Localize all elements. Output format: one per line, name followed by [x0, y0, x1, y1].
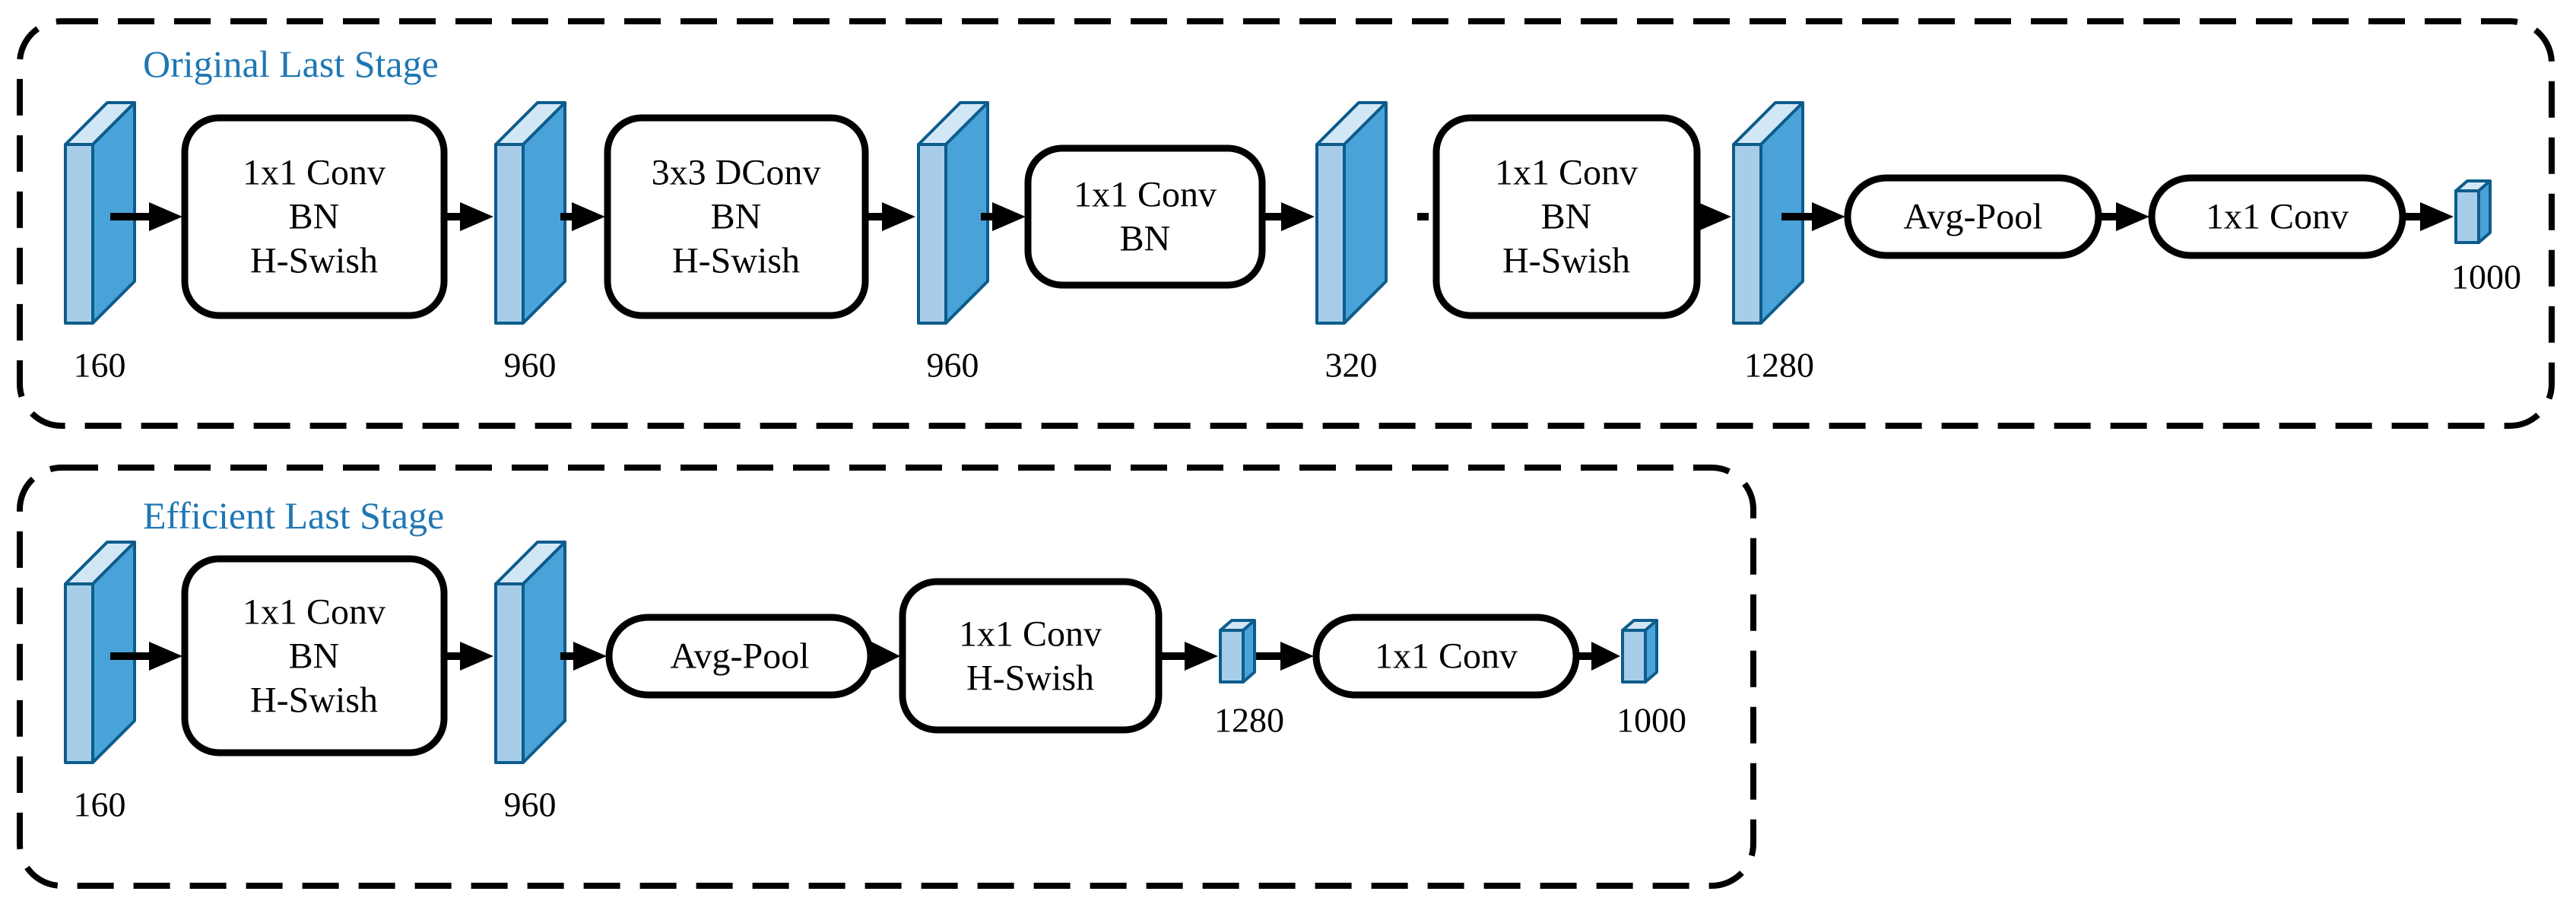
- flow-arrow: [1578, 642, 1620, 671]
- flow-arrow: [446, 202, 493, 231]
- avg-pool-block: Avg-Pool: [1844, 174, 2102, 259]
- feature-map-160-efficient: [64, 541, 136, 764]
- flow-arrow: [1698, 202, 1731, 231]
- channel-label-960: 960: [504, 346, 557, 385]
- feature-map-960-efficient: [494, 541, 566, 764]
- cube-front-face: [2454, 189, 2480, 244]
- op-block-3x3dconv-bn-hswish: 3x3 DConv BN H-Swish: [604, 114, 869, 319]
- efficient-stage-border: [17, 465, 1756, 889]
- feature-map-320: [1315, 101, 1388, 325]
- op-line: Avg-Pool: [1903, 197, 2042, 237]
- op-line: BN: [289, 636, 340, 677]
- flow-arrow: [1256, 642, 1314, 671]
- flow-arrow: [2100, 202, 2149, 231]
- channel-label-1000: 1000: [1616, 701, 1686, 740]
- conv-1x1-block: 1x1 Conv: [2148, 174, 2406, 259]
- flow-arrow: [1781, 202, 1845, 231]
- slab-front-face: [1315, 143, 1346, 325]
- conv-1x1-block-efficient: 1x1 Conv: [1312, 614, 1580, 699]
- op-line: 3x3 DConv: [652, 153, 821, 193]
- channel-label-960: 960: [927, 346, 979, 385]
- slab-front-face: [494, 143, 525, 325]
- flow-arrow: [2404, 202, 2454, 231]
- avg-pool-block-efficient: Avg-Pool: [605, 614, 874, 699]
- op-block-1x1conv-bn-hswish-efficient: 1x1 Conv BN H-Swish: [181, 555, 448, 757]
- op-line: BN: [289, 197, 340, 237]
- op-line: H-Swish: [966, 658, 1094, 699]
- op-line: Avg-Pool: [670, 636, 809, 677]
- op-line: 1x1 Conv: [2206, 197, 2349, 237]
- cube-side-face: [2477, 179, 2492, 244]
- flow-arrow: [1160, 642, 1218, 671]
- op-line: 1x1 Conv: [1375, 636, 1518, 677]
- original-stage-border: [17, 18, 2555, 429]
- channel-label-160: 160: [74, 346, 126, 385]
- flow-arrow: [981, 202, 1026, 231]
- cube-front-face: [1219, 629, 1245, 684]
- flow-arrow: [560, 202, 605, 231]
- flow-arrow: [560, 642, 607, 671]
- channel-label-160: 160: [74, 785, 126, 824]
- op-block-1x1conv-bn-hswish-2: 1x1 Conv BN H-Swish: [1432, 114, 1701, 319]
- slab-front-face: [64, 582, 94, 764]
- op-line: BN: [1120, 219, 1171, 259]
- efficient-stage-title: Efficient Last Stage: [143, 494, 444, 537]
- slab-front-face: [64, 143, 94, 325]
- op-block-1x1conv-bn-hswish: 1x1 Conv BN H-Swish: [181, 114, 448, 319]
- op-line: 1x1 Conv: [1074, 175, 1217, 215]
- flow-arrow: [867, 202, 915, 231]
- cube-side-face: [1242, 619, 1256, 684]
- flow-arrow: [1264, 202, 1315, 231]
- slab-front-face: [1732, 143, 1762, 325]
- op-block-1x1conv-bn: 1x1 Conv BN: [1024, 144, 1266, 289]
- op-block-1x1conv-hswish: 1x1 Conv H-Swish: [899, 578, 1163, 734]
- slab-front-face: [494, 582, 525, 764]
- channel-label-1280: 1280: [1214, 701, 1284, 740]
- flow-arrow: [871, 642, 900, 671]
- op-line: 1x1 Conv: [959, 614, 1102, 655]
- op-line: 1x1 Conv: [1495, 153, 1638, 193]
- channel-label-960: 960: [504, 785, 557, 824]
- feature-map-960-a: [494, 101, 566, 325]
- logits-cube-1000: [2454, 179, 2492, 244]
- flow-arrow: [110, 202, 182, 231]
- op-line: 1x1 Conv: [243, 592, 385, 633]
- slab-front-face: [917, 143, 947, 325]
- cube-front-face: [1621, 629, 1647, 684]
- channel-label-1000: 1000: [2451, 258, 2521, 297]
- channel-label-320: 320: [1325, 346, 1378, 385]
- op-line: H-Swish: [250, 241, 378, 281]
- pooled-cube-1280: [1219, 619, 1256, 684]
- flow-arrow: [110, 642, 182, 671]
- flow-arrow: [446, 642, 493, 671]
- op-line: H-Swish: [250, 680, 378, 721]
- channel-label-1280: 1280: [1744, 346, 1814, 385]
- op-line: BN: [711, 197, 762, 237]
- op-line: BN: [1541, 197, 1592, 237]
- logits-cube-1000-efficient: [1621, 619, 1658, 684]
- original-stage-title: Original Last Stage: [143, 43, 439, 85]
- cube-side-face: [1644, 619, 1658, 684]
- op-line: H-Swish: [672, 241, 800, 281]
- op-line: 1x1 Conv: [243, 153, 385, 193]
- op-line: H-Swish: [1502, 241, 1630, 281]
- feature-map-960-b: [917, 101, 989, 325]
